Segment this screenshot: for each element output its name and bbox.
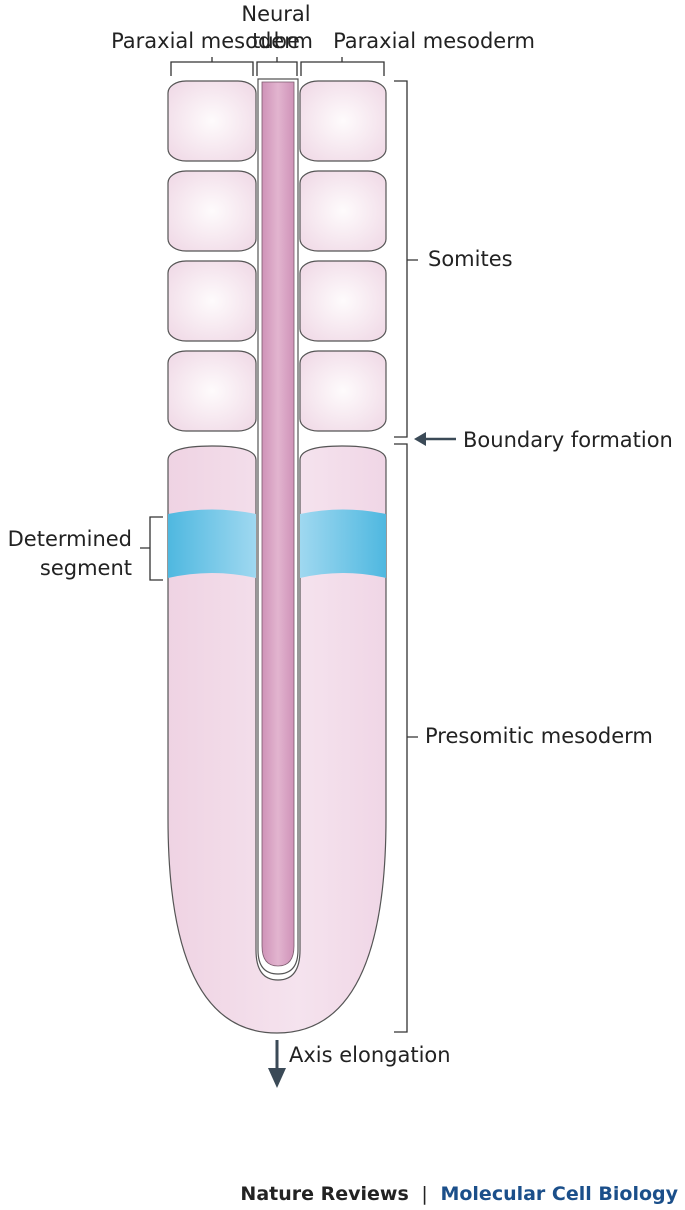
somite: [299, 80, 387, 162]
axis-elongation-label: Axis elongation: [289, 1043, 451, 1067]
presomitic-mesoderm-label: Presomitic mesoderm: [425, 724, 653, 748]
bracket-somites: [394, 80, 418, 438]
determined-segment-label-line1: Determined: [8, 527, 132, 551]
axis-elongation-arrow-icon: [268, 1068, 286, 1088]
journal-separator: |: [421, 1183, 427, 1205]
somite: [167, 170, 257, 252]
bracket-neural-tube: [256, 57, 298, 76]
somite: [299, 350, 387, 432]
somite: [299, 260, 387, 342]
somites-label: Somites: [428, 247, 513, 271]
journal-credit: Nature Reviews | Molecular Cell Biology: [240, 1183, 678, 1205]
somite: [167, 260, 257, 342]
somite: [167, 80, 257, 162]
neural-tube-label-line2: tube: [252, 29, 300, 53]
bracket-determined-segment: [140, 516, 163, 581]
presomitic-mesoderm-shape: [167, 445, 387, 1034]
bracket-paraxial-left: [170, 57, 254, 76]
journal-name: Nature Reviews: [240, 1183, 408, 1205]
somites-right-column: [299, 80, 387, 432]
neural-tube-label-line1: Neural: [241, 2, 310, 26]
boundary-arrow-icon: [414, 432, 426, 446]
somite: [167, 350, 257, 432]
determined-segment-label-line2: segment: [40, 556, 132, 580]
determined-segment-band-right: [300, 509, 386, 578]
somites-left-column: [167, 80, 257, 432]
paraxial-mesoderm-right-label: Paraxial mesoderm: [333, 29, 535, 53]
bracket-presomitic-mesoderm: [394, 443, 418, 1033]
determined-segment-band-left: [168, 509, 256, 578]
neural-tube-shape: [261, 81, 295, 967]
paraxial-mesoderm-left-label: Paraxial mesoderm: [111, 29, 313, 53]
journal-subtitle: Molecular Cell Biology: [440, 1183, 678, 1205]
boundary-formation-label: Boundary formation: [463, 428, 673, 452]
bracket-paraxial-right: [300, 57, 385, 76]
somite: [299, 170, 387, 252]
